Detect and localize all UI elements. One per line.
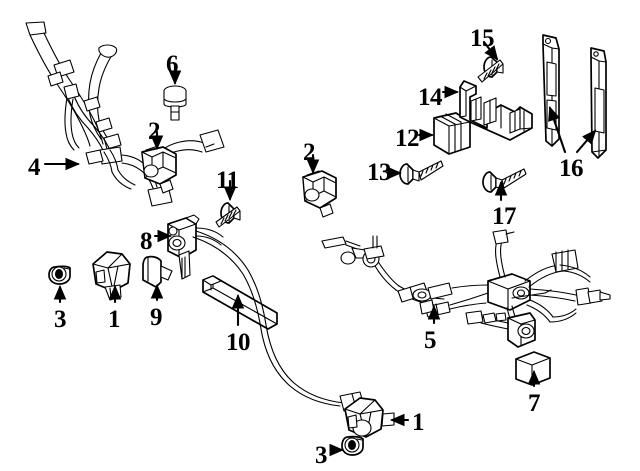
callout-label-4: 4 [28, 154, 41, 181]
part-8-sensor-mount-bracket [167, 214, 224, 280]
callout-label-14: 14 [418, 84, 443, 111]
part-9-clip-retainer [142, 255, 173, 293]
part-11-tapping-screw [215, 202, 241, 228]
part-2a-sensor-retainer [141, 145, 177, 194]
part-1b-park-assist-sensor [344, 397, 395, 438]
callout-label-3b: 3 [315, 442, 328, 469]
part-7-relay-module-box [515, 351, 551, 386]
callout-label-11: 11 [216, 167, 239, 194]
arrow-16a [548, 106, 567, 154]
part-2b-sensor-retainer [302, 170, 337, 218]
part-16-side-rail-panel-right [590, 47, 607, 159]
part-15-tapping-screw [477, 56, 504, 83]
part-3a-grommet-nut [48, 265, 71, 285]
callout-label-8: 8 [140, 228, 153, 255]
callout-label-2a: 2 [148, 118, 161, 145]
part-14-mounting-bracket [459, 80, 533, 141]
part-13-flange-bolt [399, 160, 444, 185]
part-3b-grommet-nut [341, 435, 364, 456]
callout-label-15: 15 [470, 25, 495, 52]
callout-label-13: 13 [367, 159, 392, 186]
callout-label-6: 6 [166, 51, 179, 78]
callout-label-5: 5 [424, 327, 437, 354]
callout-label-3a: 3 [54, 306, 67, 333]
callout-label-16: 16 [559, 155, 584, 182]
callout-arrows [43, 40, 597, 457]
sensor-cable-lower [192, 230, 365, 412]
callout-label-12: 12 [395, 125, 420, 152]
callout-label-7: 7 [528, 390, 541, 417]
arrow-16b [575, 129, 597, 154]
callout-label-2b: 2 [303, 139, 316, 166]
callout-label-10: 10 [226, 329, 251, 356]
callout-label-17: 17 [492, 203, 517, 230]
callout-label-1a: 1 [108, 306, 121, 333]
part-17-flange-bolt [482, 168, 527, 193]
part-4-wire-harness-left [25, 21, 225, 207]
part-1a-park-assist-sensor [92, 251, 131, 301]
part-6-grommet-plug [163, 85, 187, 121]
callout-label-9: 9 [150, 304, 163, 331]
part-5-wire-harness-rear [321, 229, 611, 348]
part-12-control-module-cover [433, 112, 471, 155]
callout-label-1b: 1 [412, 409, 425, 436]
arrow-15 [482, 40, 499, 61]
